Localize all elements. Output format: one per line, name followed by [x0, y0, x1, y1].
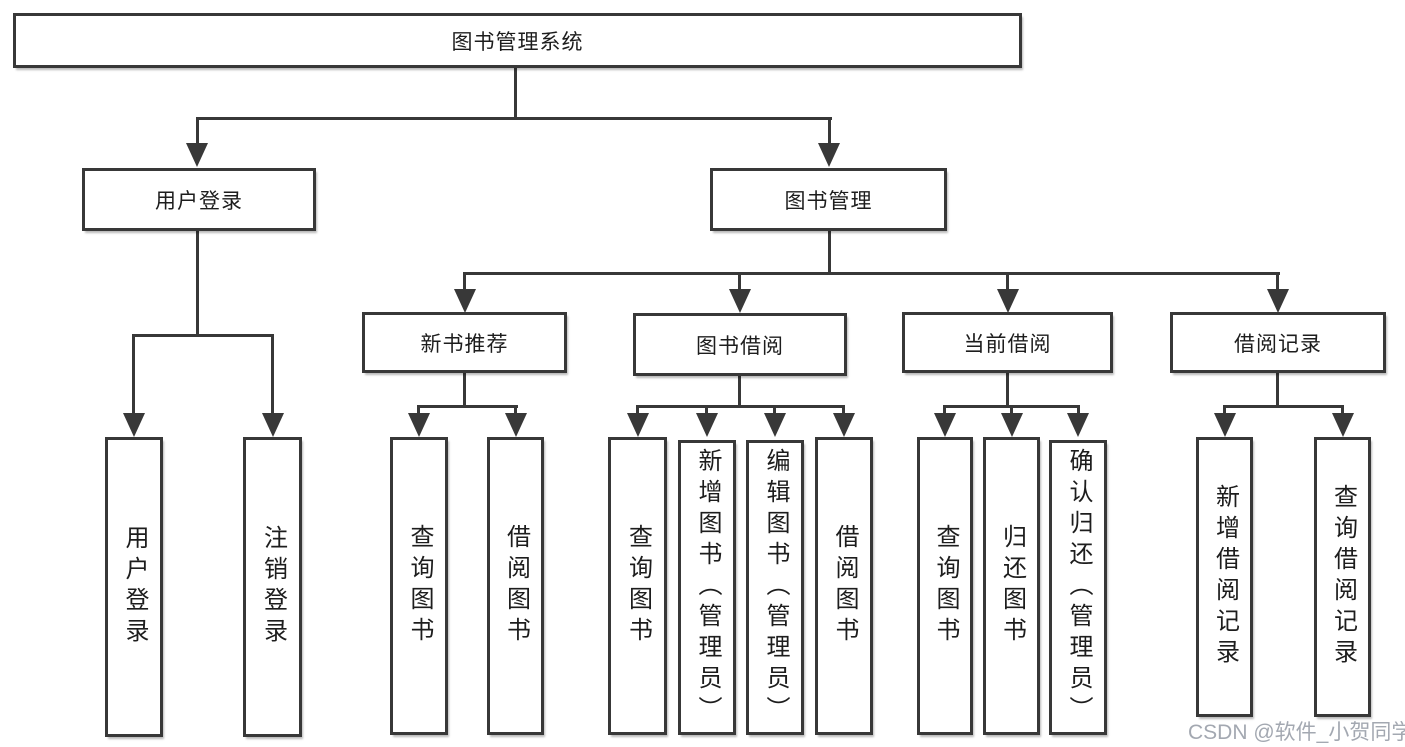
leaf-logout: 注销登录	[243, 437, 302, 737]
connector-line	[196, 231, 199, 337]
leaf-bb-query-books: 查询图书	[608, 437, 667, 735]
node-label: 借阅记录	[1234, 332, 1322, 356]
connector-line	[196, 117, 832, 120]
leaf-br-query-record: 查询借阅记录	[1314, 437, 1371, 717]
connector-arrowhead	[934, 413, 956, 437]
connector-arrowhead	[123, 413, 145, 437]
connector-line	[705, 405, 708, 417]
connector-arrowhead	[729, 289, 751, 313]
connector-line	[828, 231, 831, 275]
connector-arrowhead	[1067, 413, 1089, 437]
node-label: 注销登录	[259, 525, 287, 649]
connector-line	[1223, 405, 1344, 408]
node-label: 确认归还（管理员）	[1065, 448, 1092, 727]
connector-arrowhead	[1001, 413, 1023, 437]
connector-arrowhead	[997, 289, 1019, 313]
connector-arrowhead	[696, 413, 718, 437]
connector-arrowhead	[186, 143, 208, 167]
connector-arrowhead	[1214, 413, 1236, 437]
connector-arrowhead	[505, 413, 527, 437]
node-label: 借阅图书	[502, 524, 530, 648]
connector-line	[943, 405, 946, 417]
leaf-bb-edit-books-admin: 编辑图书（管理员）	[746, 440, 804, 735]
connector-line	[636, 405, 639, 417]
leaf-bb-borrow-books: 借阅图书	[815, 437, 873, 735]
connector-arrowhead	[262, 413, 284, 437]
node-book-management: 图书管理	[710, 168, 947, 231]
connector-line	[1341, 405, 1344, 417]
connector-line	[132, 334, 135, 416]
node-label: 查询图书	[624, 524, 652, 648]
node-label: 查询图书	[932, 524, 959, 648]
connector-arrowhead	[764, 413, 786, 437]
node-label: 编辑图书（管理员）	[762, 448, 789, 727]
connector-line	[1010, 405, 1013, 417]
connector-line	[842, 405, 845, 417]
connector-arrowhead	[833, 413, 855, 437]
leaf-br-add-record: 新增借阅记录	[1196, 437, 1253, 717]
node-label: 新增图书（管理员）	[694, 448, 721, 727]
connector-arrowhead	[1267, 289, 1289, 313]
node-label: 借阅图书	[831, 524, 858, 648]
connector-line	[738, 376, 741, 408]
node-label: 当前借阅	[963, 332, 1052, 356]
node-borrow-records: 借阅记录	[1170, 312, 1386, 373]
connector-line	[463, 373, 466, 408]
connector-line	[738, 272, 741, 292]
connector-line	[132, 334, 274, 337]
connector-arrowhead	[454, 289, 476, 313]
node-library-system: 图书管理系统	[13, 13, 1022, 68]
node-new-book-recommend: 新书推荐	[362, 312, 567, 373]
connector-line	[514, 68, 517, 120]
node-label: 图书管理系统	[451, 30, 584, 54]
connector-line	[773, 405, 776, 417]
connector-arrowhead	[1332, 413, 1354, 437]
node-user-login-group: 用户登录	[82, 168, 316, 231]
node-label: 查询借阅记录	[1329, 484, 1357, 670]
connector-arrowhead	[408, 413, 430, 437]
leaf-cb-query-books: 查询图书	[917, 437, 973, 735]
connector-line	[636, 405, 845, 408]
node-label: 新书推荐	[420, 332, 509, 356]
node-label: 图书借阅	[696, 334, 784, 358]
connector-line	[463, 272, 466, 292]
leaf-user-login: 用户登录	[105, 437, 163, 737]
connector-line	[1006, 272, 1009, 292]
connector-line	[417, 405, 420, 417]
connector-line	[1077, 405, 1080, 417]
node-label: 归还图书	[998, 524, 1026, 648]
connector-line	[1276, 373, 1279, 408]
node-label: 新增借阅记录	[1211, 484, 1239, 670]
csdn-watermark: CSDN @软件_小贺同学	[1188, 721, 1405, 744]
connector-arrowhead	[627, 413, 649, 437]
connector-line	[196, 117, 199, 147]
node-label: 查询图书	[406, 524, 433, 648]
connector-line	[1223, 405, 1226, 417]
node-book-borrow: 图书借阅	[633, 313, 847, 376]
connector-line	[514, 405, 517, 417]
leaf-cb-confirm-return-admin: 确认归还（管理员）	[1049, 440, 1107, 735]
node-label: 用户登录	[121, 525, 148, 649]
connector-line	[417, 405, 518, 408]
leaf-bb-add-books-admin: 新增图书（管理员）	[678, 440, 736, 735]
leaf-cb-return-books: 归还图书	[983, 437, 1040, 735]
connector-line	[463, 272, 1280, 275]
connector-arrowhead	[818, 143, 840, 167]
node-label: 用户登录	[155, 189, 243, 213]
connector-line	[271, 334, 274, 416]
connector-line	[828, 117, 831, 147]
leaf-nbr-borrow-books: 借阅图书	[487, 437, 544, 735]
connector-line	[1276, 272, 1279, 292]
connector-line	[1006, 373, 1009, 408]
node-current-borrow: 当前借阅	[902, 312, 1113, 373]
node-label: 图书管理	[784, 189, 873, 213]
leaf-nbr-query-books: 查询图书	[390, 437, 448, 735]
